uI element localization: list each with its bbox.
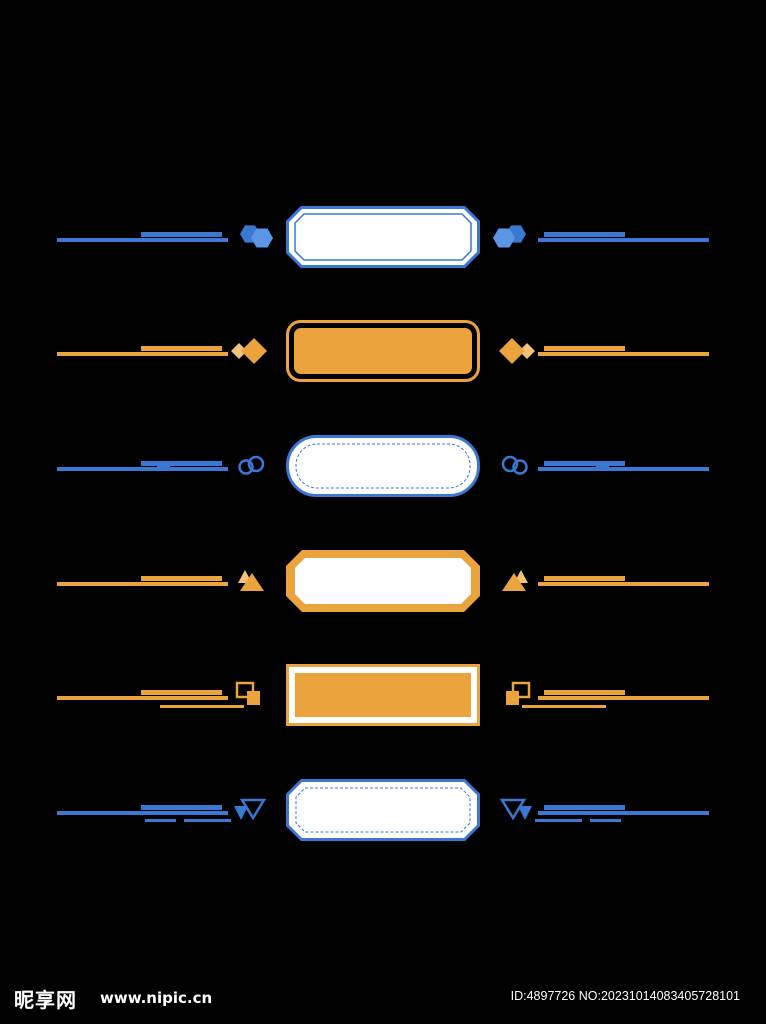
- line-accent: [544, 805, 625, 810]
- watermark-id: ID:4897726 NO:20231014083405728101: [510, 989, 740, 1003]
- frame-outer: [286, 435, 480, 497]
- frame-inner: [292, 326, 474, 376]
- line-dash-a: [145, 819, 176, 822]
- line-notch: [596, 464, 609, 468]
- diamond-small: [231, 343, 247, 359]
- line-accent: [141, 346, 222, 351]
- title-frame-row: [57, 206, 709, 268]
- watermark-url: www.nipic.cn: [100, 989, 213, 1007]
- hexagon-light: [493, 228, 515, 248]
- inverted-triangle-outline: [239, 798, 267, 821]
- line-main: [538, 582, 709, 586]
- title-frame-row: [57, 550, 709, 612]
- line-main: [538, 352, 709, 356]
- square-outline: [235, 681, 255, 699]
- frame-inner: [295, 443, 471, 489]
- line-main: [57, 238, 228, 242]
- line-accent: [141, 690, 222, 695]
- frame-outer: [286, 779, 480, 841]
- line-main: [538, 696, 709, 700]
- line-accent: [544, 346, 625, 351]
- ring-left: [512, 459, 528, 475]
- title-frame-row: [57, 435, 709, 497]
- frame-inner: [295, 558, 471, 604]
- line-dash-b: [184, 819, 231, 822]
- title-frame-row: [57, 320, 709, 382]
- title-frame-row: [57, 779, 709, 841]
- line-main: [57, 696, 228, 700]
- line-accent: [141, 576, 222, 581]
- line-main: [538, 811, 709, 815]
- square-filled: [506, 691, 519, 705]
- line-accent: [141, 232, 222, 237]
- frame-inner: [294, 213, 472, 261]
- line-accent: [544, 232, 625, 237]
- line-accent: [141, 461, 222, 466]
- inverted-triangle-outline: [499, 798, 527, 821]
- square-outline: [511, 681, 531, 699]
- ring-right: [247, 455, 265, 473]
- square-filled: [247, 691, 260, 705]
- line-accent: [141, 805, 222, 810]
- line-main: [57, 811, 228, 815]
- inverted-triangle-filled: [518, 806, 532, 820]
- line-accent: [544, 461, 625, 466]
- line-main: [538, 238, 709, 242]
- hexagon-light: [251, 228, 273, 248]
- line-dash-b: [535, 819, 582, 822]
- line-dash-a: [590, 819, 621, 822]
- diamond-large: [499, 338, 525, 364]
- ring-right: [501, 455, 519, 473]
- watermark-logo: 昵享网: [14, 988, 77, 1012]
- line-main: [57, 582, 228, 586]
- line-main: [57, 352, 228, 356]
- frame-inner: [295, 787, 471, 833]
- title-frame-row: [57, 664, 709, 726]
- triangle-large: [502, 573, 526, 591]
- frame-inner: [295, 673, 471, 717]
- line-accent: [544, 690, 625, 695]
- diamond-large: [241, 338, 267, 364]
- frame-outer: [286, 206, 480, 268]
- line-sub: [160, 705, 244, 708]
- line-accent: [544, 576, 625, 581]
- line-main: [538, 467, 709, 471]
- inverted-triangle-filled: [234, 806, 248, 820]
- line-sub: [522, 705, 606, 708]
- triangle-large: [240, 573, 264, 591]
- line-notch: [157, 464, 170, 468]
- line-main: [57, 467, 228, 471]
- frame-outer: [286, 320, 480, 382]
- ring-left: [238, 459, 254, 475]
- diamond-small: [519, 343, 535, 359]
